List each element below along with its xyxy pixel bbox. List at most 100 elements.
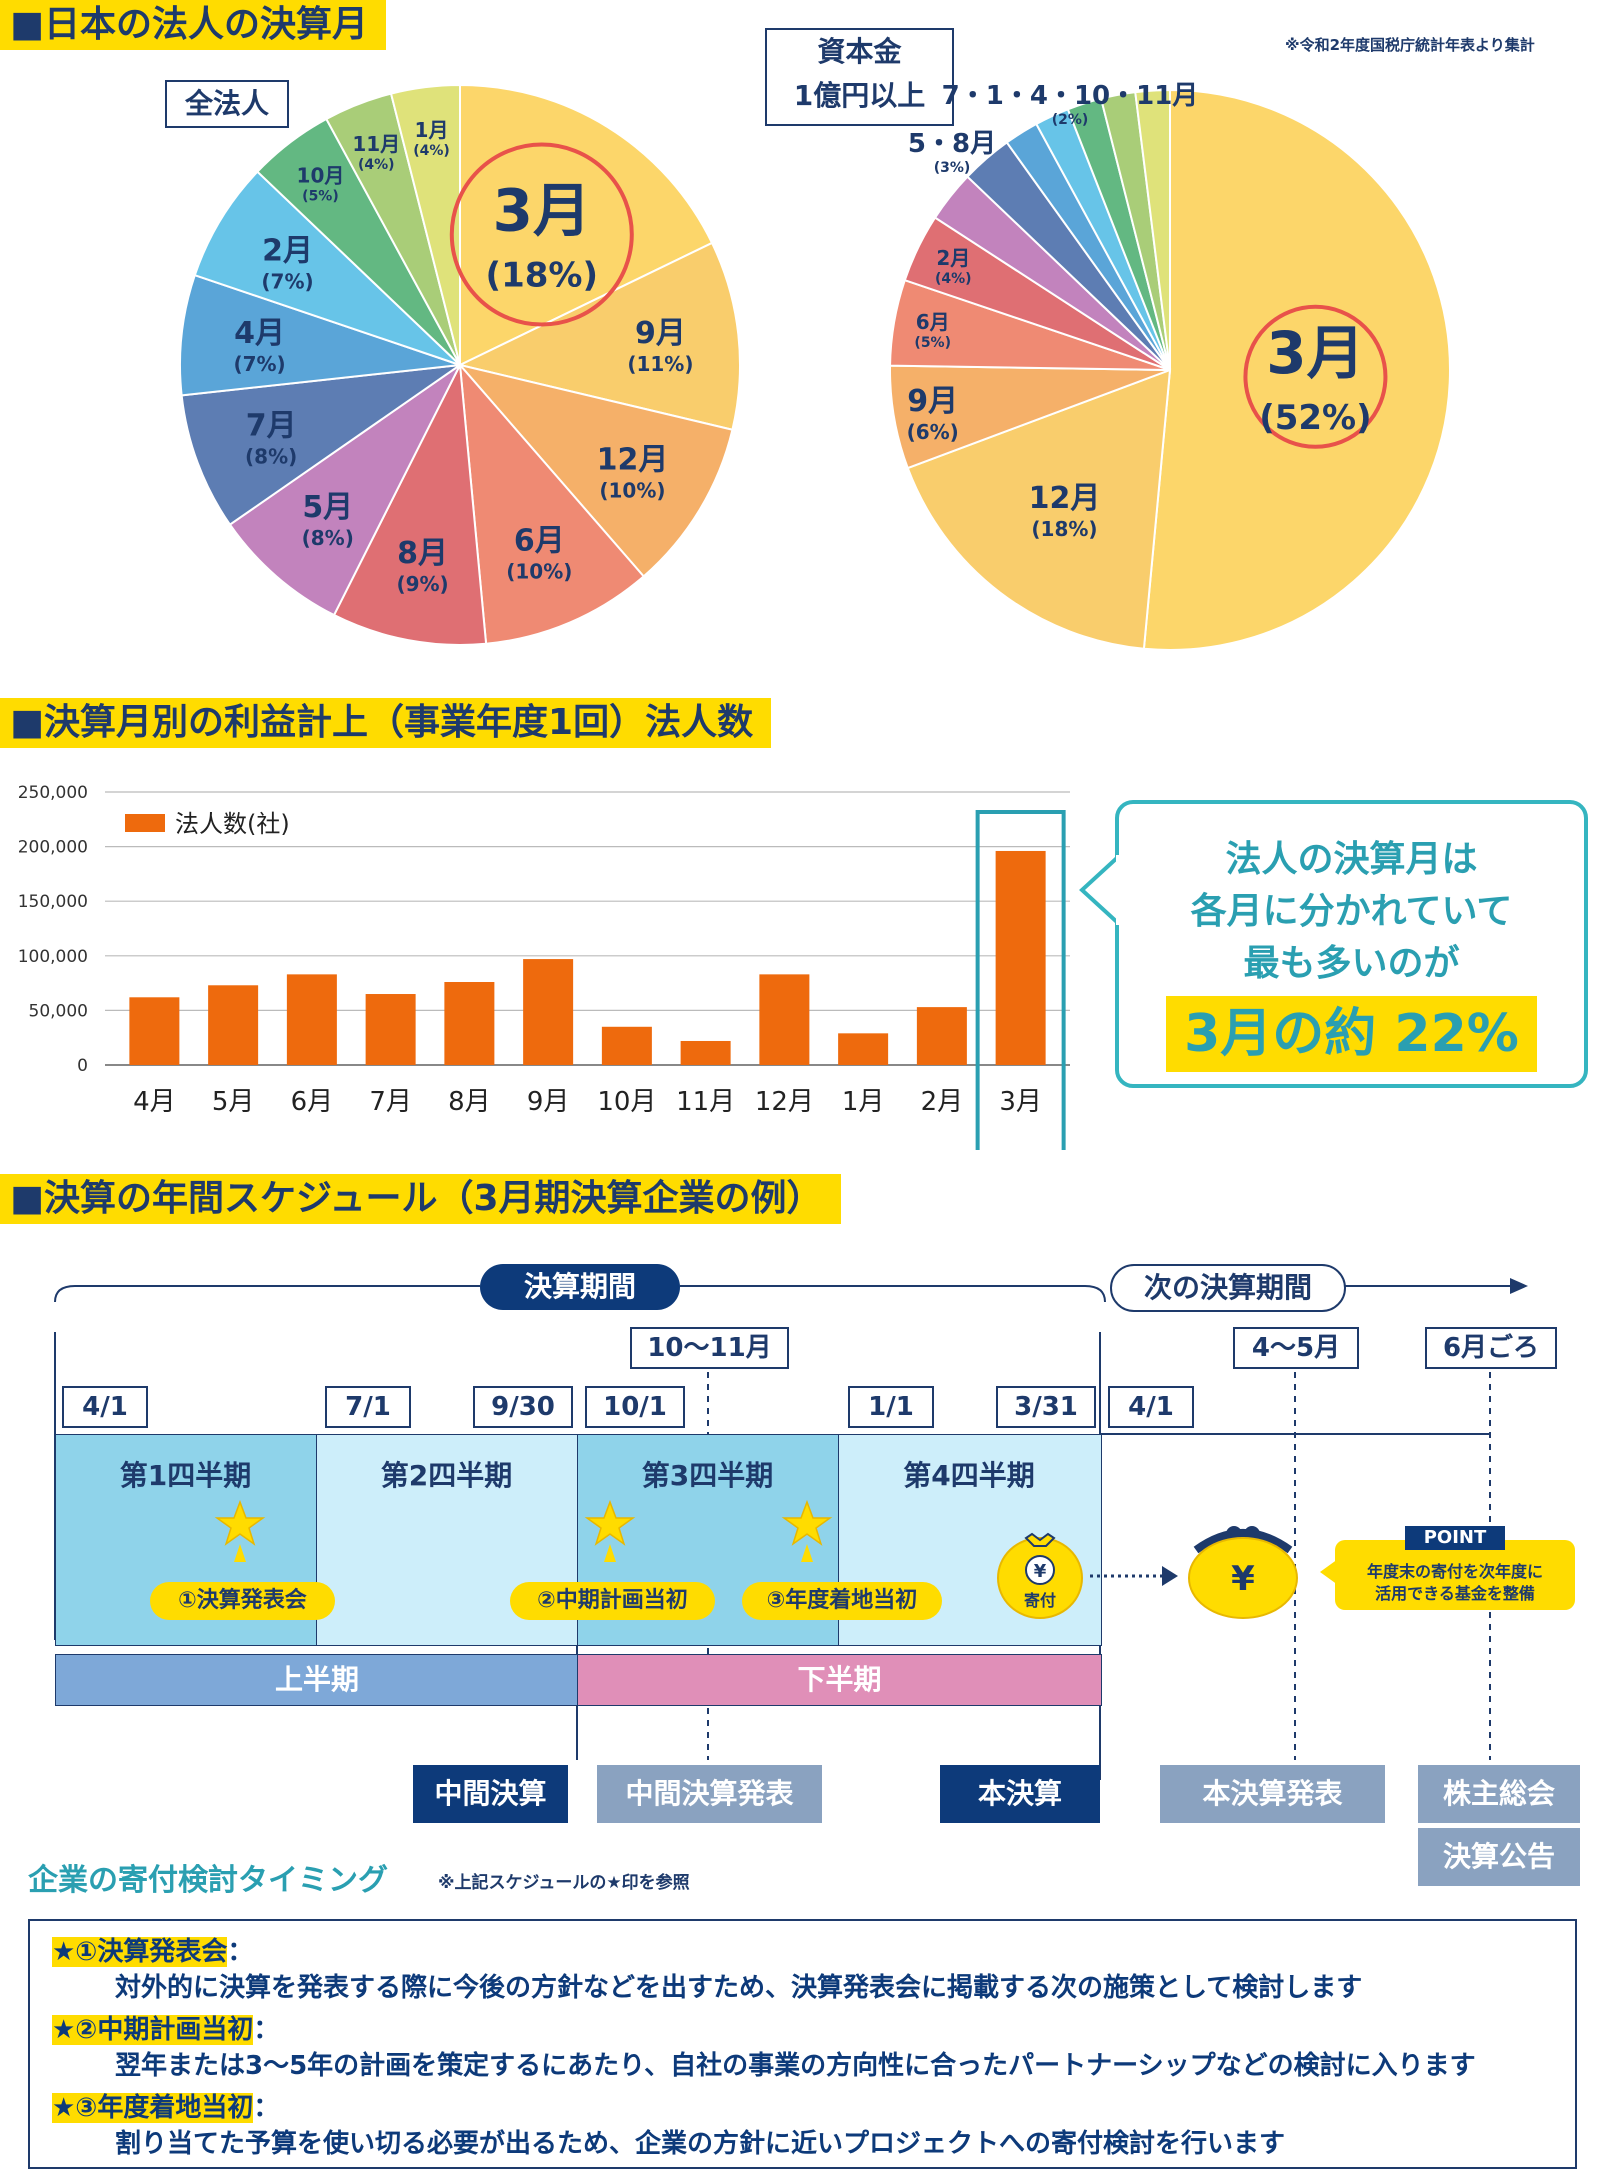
pie-slice-pct: (10%): [599, 478, 665, 502]
timing-item-1-body: 対外的に決算を発表する際に今後の方針などを出すため、決算発表会に掲載する次の施策…: [115, 1973, 1363, 2003]
timing-item-3-body: 割り当てた予算を使い切る必要が出るため、企業の方針に近いプロジェクトへの寄付検討…: [115, 2129, 1286, 2159]
y-tick-label: 100,000: [18, 947, 88, 967]
callout-pointer: [1079, 855, 1122, 925]
final-announce-box: 本決算発表: [1160, 1765, 1385, 1823]
date-q1-start: 4/1: [62, 1386, 148, 1428]
interim-announce-box: 中間決算発表: [597, 1765, 822, 1823]
pie-slice-label: 3月: [493, 177, 591, 245]
quarter-4-label: 第4四半期: [903, 1459, 1035, 1492]
date-10-11: 10～11月: [630, 1327, 789, 1369]
pie-slice: [332, 361, 488, 646]
bar: [680, 1040, 731, 1065]
pie-slice-label: 2月: [262, 234, 313, 269]
callout-line2: 各月に分かれていて: [1190, 891, 1513, 932]
pie-slice: [193, 170, 461, 366]
pie-slice-pct: (4%): [358, 157, 395, 173]
timing-item-3-head: ★③年度着地当初：: [52, 2087, 279, 2124]
date-june: 6月ごろ: [1425, 1327, 1557, 1369]
final-results-box: 本決算: [940, 1765, 1100, 1823]
x-tick-label: 2月: [921, 1087, 964, 1117]
highlight-frame: [975, 810, 1066, 1150]
donation-flow: ¥ 寄付 ¥: [997, 1526, 1298, 1619]
pie-slice-pct: (5%): [302, 189, 339, 205]
x-tick-label: 7月: [369, 1087, 412, 1117]
pie-slice: [1134, 88, 1171, 371]
pie-slice-pct: (52%): [1259, 398, 1371, 438]
x-tick-label: 8月: [448, 1087, 491, 1117]
current-period-pill: 決算期間: [480, 1264, 680, 1310]
date-q3-start: 10/1: [585, 1386, 685, 1428]
date-q4-end: 3/31: [996, 1386, 1096, 1428]
x-tick-label: 5月: [212, 1087, 255, 1117]
first-half-bar: 上半期: [55, 1654, 579, 1706]
pie-slice-label: 12月: [597, 442, 669, 477]
legend-swatch: [125, 814, 165, 832]
money-bag-icon: ¥ 寄付: [997, 1532, 1083, 1619]
pie-slice-label: 11月: [352, 132, 400, 156]
date-4-5: 4～5月: [1233, 1327, 1359, 1369]
pie-slice-label: 10月: [297, 164, 345, 188]
pie-large-label-line2: 1億円以上: [793, 79, 926, 112]
source-note: ※令和2年度国税庁統計年表より集計: [1285, 36, 1535, 54]
quarter-1-label: 第1四半期: [119, 1459, 252, 1492]
x-tick-label: 11月: [676, 1087, 735, 1117]
pie-slice: [179, 273, 461, 397]
bar: [601, 1026, 652, 1065]
bag-yen: ¥: [1034, 1561, 1047, 1582]
pie-slice-pct: (10%): [506, 559, 572, 583]
timing-item-2-head: ★②中期計画当初：: [52, 2009, 279, 2046]
pie-slice-pct: (5%): [914, 335, 951, 351]
date-q2-end: 9/30: [473, 1386, 573, 1428]
pie-slice: [459, 83, 714, 367]
timing-item-1-colon: ：: [227, 1937, 254, 1967]
pie-slice-label: 5月: [302, 490, 353, 525]
pie-slice-pct: (7%): [233, 352, 285, 376]
pie-slice-label: 6月: [916, 310, 950, 334]
x-tick-label: 1月: [842, 1087, 885, 1117]
pie-large-corporations: 3月(52%)12月(18%)9月(6%)6月(5%)2月(4%)7・1・4・1…: [889, 81, 1451, 651]
point-line2: 活用できる基金を整備: [1375, 1584, 1535, 1603]
x-tick-label: 3月: [999, 1087, 1042, 1117]
event-midterm-plan: ②中期計画当初: [510, 1582, 715, 1620]
x-tick-label: 9月: [527, 1087, 570, 1117]
timing-box: ★①決算発表会： 対外的に決算を発表する際に今後の方針などを出すため、決算発表会…: [28, 1919, 1577, 2169]
pie-slice: [457, 241, 741, 431]
second-half-bar: 下半期: [577, 1654, 1102, 1706]
y-tick-label: 0: [77, 1056, 88, 1076]
interim-results-box: 中間決算: [413, 1765, 568, 1823]
pie-slice: [457, 363, 734, 578]
callout-line1: 法人の決算月は: [1225, 839, 1478, 880]
pie-slice-pct: (8%): [245, 445, 297, 469]
section1-title: ■日本の法人の決算月: [0, 0, 387, 50]
x-tick-label: 10月: [597, 1087, 656, 1117]
pie-slice-label: 2月: [936, 246, 970, 270]
pie-slice: [389, 83, 461, 366]
wallet-icon: ¥: [1188, 1526, 1298, 1619]
timing-item-2-body: 翌年または3～5年の計画を策定するにあたり、自社の事業の方向性に合ったパートナー…: [115, 2051, 1476, 2081]
pie-all-label: 全法人: [165, 80, 289, 128]
timing-title: 企業の寄付検討タイミング: [28, 1863, 388, 1898]
pie-small-pct-mid: (3%): [934, 160, 971, 176]
callout-highlight: 3月の約 22%: [1166, 996, 1537, 1072]
callout-box: 法人の決算月は 各月に分かれていて 最も多いのが 3月の約 22%: [1115, 800, 1588, 1088]
pie-large-label-line1: 資本金: [817, 35, 902, 68]
bag-label: 寄付: [1024, 1591, 1056, 1610]
legend-label: 法人数(社): [175, 810, 290, 838]
public-notice-box: 決算公告: [1418, 1828, 1580, 1886]
pie-slice: [228, 364, 461, 617]
date-q2-start: 7/1: [325, 1386, 411, 1428]
pie-slice-pct: (4%): [935, 271, 972, 287]
y-tick-label: 150,000: [18, 892, 88, 912]
x-tick-label: 6月: [291, 1087, 334, 1117]
pie-slice-pct: (9%): [396, 572, 448, 596]
pie-slice-pct: (4%): [413, 143, 450, 159]
highlight-circle: [1243, 304, 1388, 449]
pie-slice-label: 3月: [1266, 319, 1364, 387]
point-line1: 年度末の寄付を次年度に: [1366, 1562, 1543, 1581]
pie-all-corporations: 3月(18%)9月(11%)12月(10%)6月(10%)8月(9%)5月(8%…: [179, 83, 741, 646]
bar: [523, 959, 574, 1065]
bar: [916, 1007, 967, 1065]
pie-slice-label: 9月: [907, 384, 958, 419]
pie-small-pct-top: (2%): [1052, 112, 1089, 128]
